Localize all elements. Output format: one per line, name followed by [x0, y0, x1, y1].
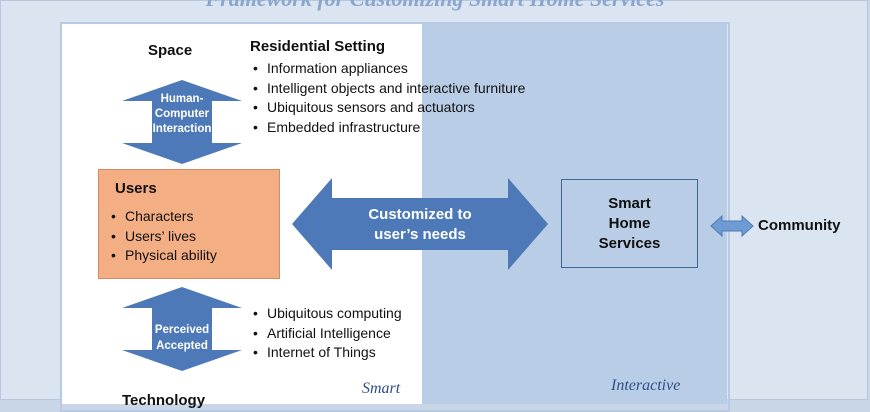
- customized-line: user’s needs: [374, 226, 466, 243]
- users-list: Characters Users’ lives Physical ability: [107, 207, 217, 266]
- list-item: Ubiquitous sensors and actuators: [249, 98, 525, 118]
- space-label: Space: [148, 42, 193, 59]
- diagram-title: Framework for Customizing Smart Home Ser…: [0, 0, 870, 12]
- list-item: Artificial Intelligence: [249, 324, 402, 344]
- residential-setting-title: Residential Setting: [250, 38, 386, 55]
- list-item: Physical ability: [107, 246, 217, 266]
- list-item: Information appliances: [249, 59, 525, 79]
- customized-arrow-label: Customized to user’s needs: [340, 205, 500, 245]
- hci-double-arrow: [122, 80, 242, 164]
- hci-line: Interaction: [152, 123, 212, 135]
- smart-home-line: Services: [598, 234, 661, 252]
- technology-list: Ubiquitous computing Artificial Intellig…: [249, 304, 402, 363]
- users-box: Users Characters Users’ lives Physical a…: [98, 169, 280, 279]
- list-item: Characters: [107, 207, 217, 227]
- smart-home-services-box: Smart Home Services: [561, 179, 698, 268]
- hci-line: Computer: [154, 108, 210, 120]
- perceived-arrow-label: Perceived Accepted: [146, 322, 218, 354]
- community-label: Community: [758, 217, 841, 234]
- hci-arrow-label: Human- Computer Interaction: [146, 92, 218, 137]
- smart-home-line: Smart: [608, 194, 651, 212]
- list-item: Ubiquitous computing: [249, 304, 402, 324]
- smart-home-line: Home: [608, 214, 651, 232]
- perceived-line: Perceived: [154, 324, 210, 336]
- hci-line: Human-: [160, 93, 204, 105]
- users-title: Users: [115, 180, 157, 197]
- list-item: Users’ lives: [107, 227, 217, 247]
- residential-setting-list: Information appliances Intelligent objec…: [249, 59, 525, 137]
- smart-zone-label: Smart: [362, 380, 401, 397]
- perceived-line: Accepted: [156, 340, 208, 352]
- customized-double-arrow: [292, 178, 548, 270]
- list-item: Internet of Things: [249, 343, 402, 363]
- smart-home-services-label: Smart Home Services: [599, 194, 661, 254]
- interactive-zone-label: Interactive: [611, 377, 681, 394]
- customized-line: Customized to: [368, 206, 472, 223]
- community-double-arrow: [710, 214, 754, 238]
- technology-label: Technology: [122, 392, 206, 409]
- perceived-double-arrow: [122, 287, 242, 371]
- list-item: Embedded infrastructure: [249, 118, 525, 138]
- list-item: Intelligent objects and interactive furn…: [249, 79, 525, 99]
